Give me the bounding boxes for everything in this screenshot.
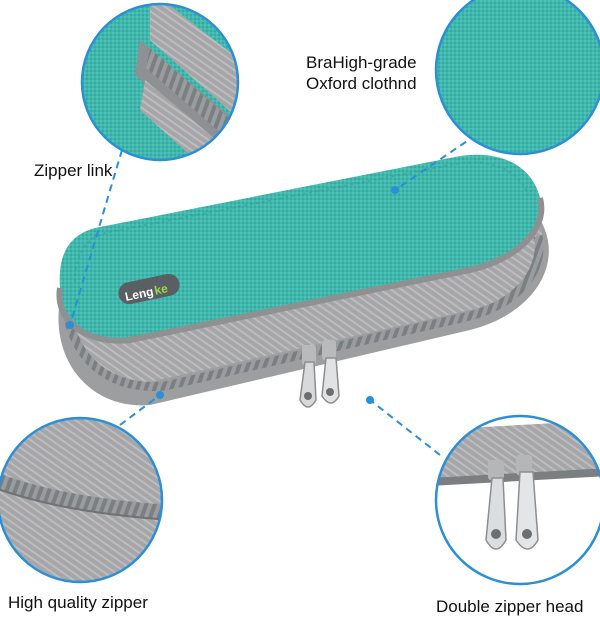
brand-logo: Leng ke: [118, 273, 180, 305]
logo-text-right: ke: [153, 281, 169, 298]
callout-dots: [66, 186, 399, 404]
zipper-link-detail: [80, 2, 240, 162]
high-quality-zipper-label: High quality zipper: [8, 593, 148, 612]
pencil-case-image: Leng ke: [56, 154, 549, 408]
double-zipper-head-detail: [434, 414, 600, 586]
logo-text-left: Leng: [124, 284, 155, 304]
high-quality-zipper-detail: [0, 416, 164, 584]
zipper-pulls: [299, 340, 340, 408]
callout-lines: [69, 134, 477, 456]
oxford-cloth-detail: [434, 0, 600, 156]
oxford-cloth-label: BraHigh-grade Oxford clothnd: [306, 53, 417, 93]
double-zipper-head-label: Double zipper head: [436, 597, 584, 616]
zipper-link-label: Zipper link: [34, 161, 113, 180]
